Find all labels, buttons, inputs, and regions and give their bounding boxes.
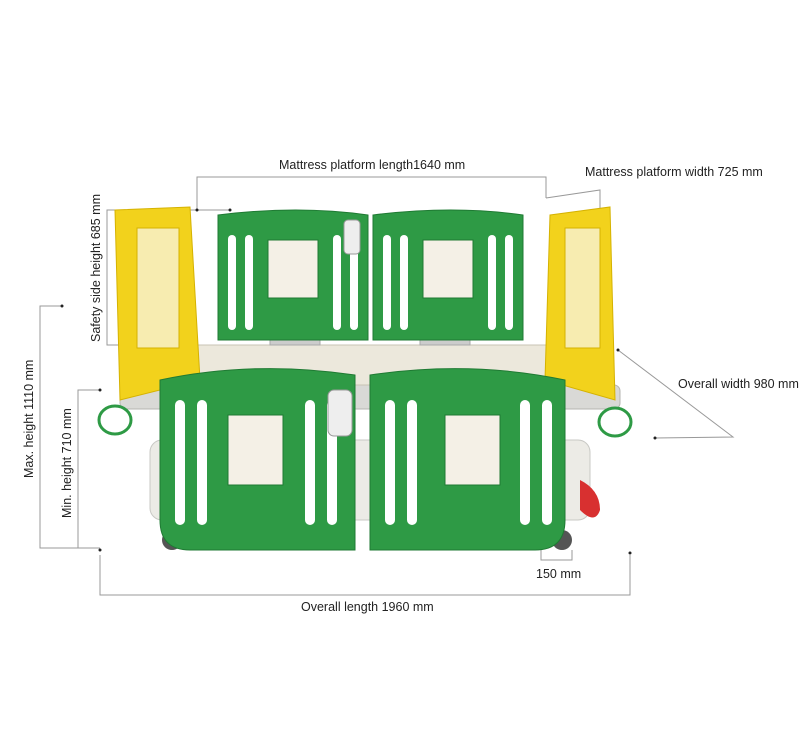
overall-length-label: Overall length 1960 mm — [301, 600, 434, 614]
corner-bumpers — [97, 404, 633, 438]
platform-width-label: Mattress platform width 725 mm — [585, 165, 763, 179]
max-height-label: Max. height 1110 mm — [22, 359, 36, 478]
platform-length-label: Mattress platform length1640 mm — [279, 158, 466, 172]
back-green-panels — [217, 209, 524, 341]
max-height-line — [39, 305, 100, 549]
yellow-side-panels — [114, 206, 616, 401]
remote-control — [327, 219, 361, 437]
overall-width-label: Overall width 980 mm — [678, 377, 799, 391]
wheel-clearance-line — [540, 550, 573, 561]
dimension-dots — [60, 208, 657, 555]
wheel-clearance-label: 150 mm — [536, 567, 582, 581]
platform-length-line — [196, 176, 547, 210]
overall-width-line — [617, 349, 735, 439]
front-green-panels — [159, 368, 566, 551]
platform-width-line — [545, 189, 601, 215]
min-height-label: Min. height 710 mm — [60, 408, 74, 518]
safety-side-height-label: Safety side height 685 mm — [89, 194, 103, 342]
overall-length-line — [99, 555, 631, 596]
pedal-lever — [580, 480, 600, 518]
min-height-line — [77, 389, 100, 548]
